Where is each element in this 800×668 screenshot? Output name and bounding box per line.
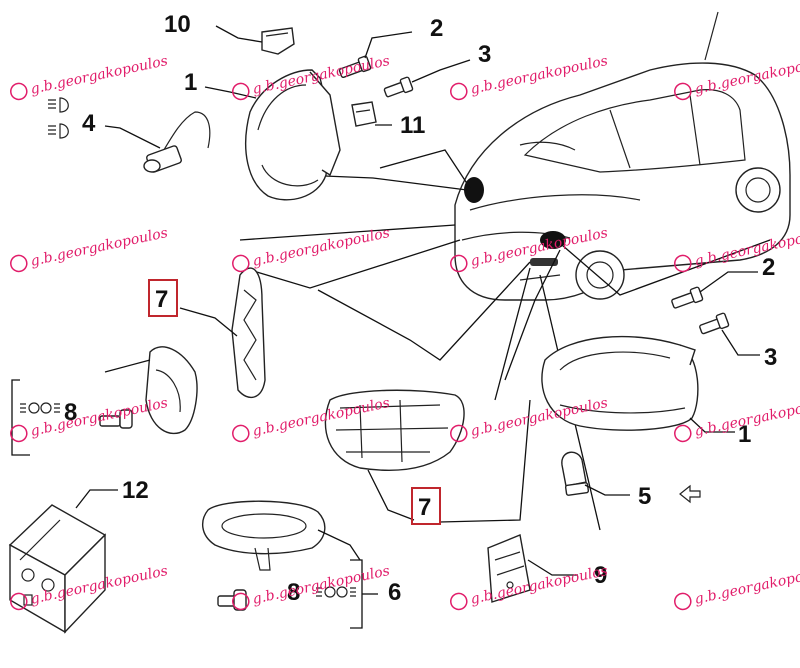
- lamp-left-middle: [104, 346, 198, 435]
- callout-2-right: 2: [762, 254, 775, 281]
- callout-11: 11: [400, 112, 425, 139]
- car-illustration: [454, 11, 791, 301]
- screw-part-3-upper: [383, 59, 471, 98]
- callout-3-upper: 3: [478, 41, 491, 68]
- svg-text:g.b.georgakopoulos: g.b.georgakopoulos: [29, 225, 169, 270]
- headlamp-upper: [204, 69, 341, 201]
- clip-part-10: [215, 25, 295, 55]
- callout-5: 5: [638, 483, 651, 510]
- lamp-symbols-upper: [48, 97, 69, 139]
- callout-labels: 10 1 2 3 4 11 7 8 2 3 1 5 12 7 9 8 6: [64, 11, 777, 606]
- fog-bezel-vertical-part-7: [179, 267, 266, 399]
- arrow-left-icon: [679, 484, 701, 504]
- watermark: g.b.georgakopoulos: [10, 53, 169, 101]
- callout-7-box-lower: [411, 487, 441, 525]
- screw-part-3-right: [699, 312, 760, 356]
- svg-text:g.b.georgakopoulos: g.b.georgakopoulos: [251, 225, 391, 270]
- headlamp-right: [541, 335, 735, 433]
- bulb-part-4: [104, 111, 211, 173]
- callout-10: 10: [164, 11, 191, 38]
- bracket-part-9: [487, 534, 578, 603]
- fog-bezel-horizontal-part-7: [324, 389, 465, 521]
- callout-1-upper: 1: [184, 69, 197, 96]
- bracket-right-lower: [350, 559, 378, 629]
- watermark: g.b.georgakopoulos: [10, 395, 169, 443]
- svg-text:g.b.georgakopoulos: g.b.georgakopoulos: [29, 395, 169, 440]
- bulb-part-5: [561, 451, 630, 496]
- bracket-left: [11, 379, 30, 456]
- svg-text:g.b.georgakopoulos: g.b.georgakopoulos: [29, 53, 169, 98]
- watermark: g.b.georgakopoulos: [10, 225, 169, 273]
- callout-4: 4: [82, 110, 96, 137]
- lamp-symbols-lower: [316, 586, 356, 598]
- callout-6: 6: [388, 579, 401, 606]
- callout-7-box-left: [148, 279, 178, 317]
- callout-8-lower: 8: [287, 579, 300, 606]
- callout-12: 12: [122, 477, 149, 504]
- watermark: g.b.georgakopoulos: [232, 225, 391, 273]
- screw-part-2-upper: [338, 31, 413, 78]
- bulb-kit-box-part-12: [8, 489, 118, 634]
- screw-part-2-right: [671, 271, 758, 309]
- svg-text:g.b.georgakopoulos: g.b.georgakopoulos: [251, 563, 391, 608]
- svg-text:g.b.georgakopoulos: g.b.georgakopoulos: [693, 563, 800, 608]
- callout-3-right: 3: [764, 344, 777, 371]
- watermark: g.b.georgakopoulos: [450, 563, 609, 611]
- watermark: g.b.georgakopoulos: [674, 563, 800, 611]
- callout-8-upper: 8: [64, 399, 77, 426]
- callout-1-right: 1: [738, 421, 751, 448]
- callout-2-upper: 2: [430, 15, 443, 42]
- lamp-symbols-left: [20, 402, 60, 414]
- clip-part-11: [351, 101, 392, 127]
- watermark: g.b.georgakopoulos: [232, 563, 391, 611]
- fog-lamp-lower: [202, 500, 361, 571]
- callout-7-lower: 7: [418, 494, 431, 521]
- callout-9: 9: [594, 562, 607, 589]
- bulb-part-8-upper: [99, 409, 133, 429]
- callout-7-left: 7: [155, 286, 168, 313]
